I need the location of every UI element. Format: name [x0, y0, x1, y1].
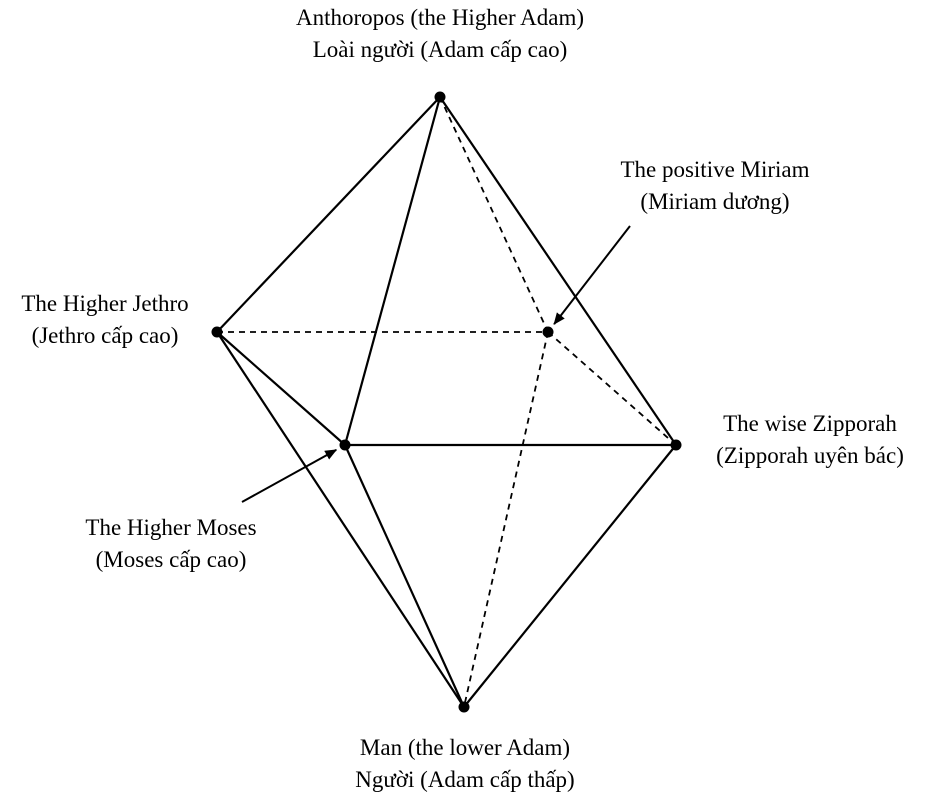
edge-anthropos-moses: [343, 96, 442, 446]
node-miriam: [542, 326, 554, 338]
nodes-layer: [211, 91, 682, 713]
label-zipporah-line1: The wise Zipporah: [723, 411, 897, 436]
edge-jethro-man: [216, 331, 465, 708]
node-anthropos: [434, 91, 446, 103]
edge-jethro-moses: [216, 331, 346, 446]
node-moses: [339, 439, 351, 451]
label-jethro-line1: The Higher Jethro: [21, 291, 189, 316]
pointers-layer: [241, 225, 631, 503]
edge-moses-man: [343, 444, 466, 708]
label-moses: The Higher Moses (Moses cấp cao): [40, 512, 302, 576]
label-man: Man (the lower Adam) Người (Adam cấp thấ…: [260, 732, 670, 796]
edge-anthropos-miriam: [439, 96, 549, 333]
label-miriam: The positive Miriam (Miriam dương): [560, 154, 870, 218]
node-jethro: [211, 326, 223, 338]
label-man-line2: Người (Adam cấp thấp): [355, 767, 575, 792]
node-zipporah: [670, 439, 682, 451]
label-jethro-line2: (Jethro cấp cao): [31, 323, 179, 348]
label-zipporah-line2: (Zipporah uyên bác): [716, 443, 904, 468]
label-moses-line1: The Higher Moses: [85, 515, 257, 540]
edge-miriam-man: [463, 331, 549, 708]
node-man: [458, 701, 470, 713]
label-anthropos: Anthoropos (the Higher Adam) Loài người …: [240, 2, 640, 66]
edges-layer: [216, 96, 677, 708]
label-zipporah: The wise Zipporah (Zipporah uyên bác): [690, 408, 930, 472]
label-jethro: The Higher Jethro (Jethro cấp cao): [0, 288, 210, 352]
label-anthropos-line1: Anthoropos (the Higher Adam): [295, 5, 585, 30]
edge-anthropos-zipporah: [439, 96, 677, 446]
label-anthropos-line2: Loài người (Adam cấp cao): [312, 37, 568, 62]
label-miriam-line1: The positive Miriam: [620, 157, 810, 182]
edge-zipporah-man: [463, 444, 677, 708]
pointer-arrow-moses: [241, 448, 338, 503]
label-miriam-line2: (Miriam dương): [640, 189, 790, 214]
label-man-line1: Man (the lower Adam): [359, 735, 571, 760]
label-moses-line2: (Moses cấp cao): [95, 547, 247, 572]
pointer-arrow-miriam: [553, 225, 631, 325]
edge-anthropos-jethro: [216, 96, 441, 333]
